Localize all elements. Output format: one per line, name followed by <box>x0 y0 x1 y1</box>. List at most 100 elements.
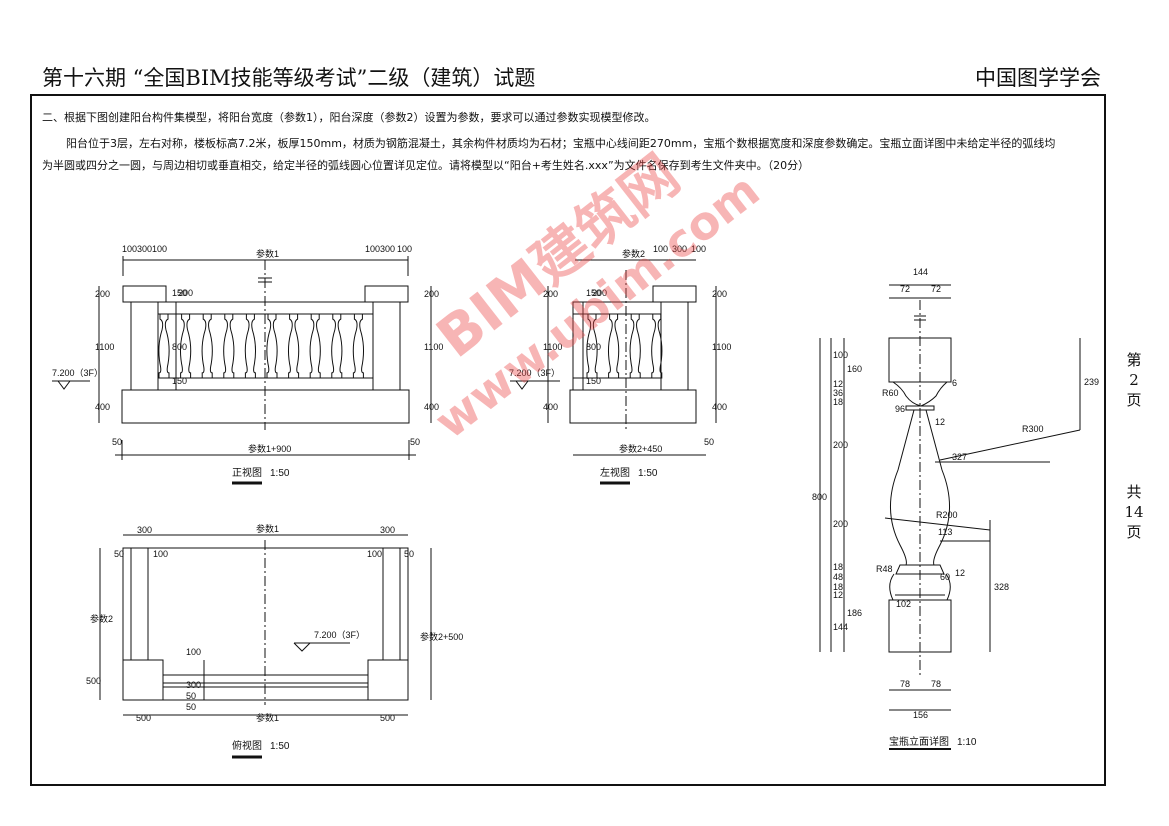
left-view-scale: 1:50 <box>638 468 658 479</box>
vase-detail-drawing <box>819 284 1081 711</box>
question-line-3: 为半圆或四分之一圆，与周边相切或垂直相交，给定半径的弧线圆心位置详见定位。请将模… <box>42 159 810 172</box>
vase-dim-left-6: 200 <box>833 440 848 450</box>
vase-dim-left-10: 48 <box>833 572 843 582</box>
baluster <box>586 313 598 379</box>
vase-dim-left-3: 12 <box>833 379 843 389</box>
baluster <box>287 313 300 379</box>
vase-detail-caption: 宝瓶立面详图 <box>889 735 949 748</box>
front-view-caption: 正视图 <box>232 466 262 479</box>
front-dim-top-1: 100 <box>122 244 137 254</box>
left-dim-top-1: 100 <box>653 244 668 254</box>
vase-dim-right-2: 328 <box>994 582 1009 592</box>
vase-label-96: 96 <box>895 404 905 414</box>
vase-dim-top-3: 72 <box>931 284 941 294</box>
top-dim-bottom-1: 500 <box>136 713 151 723</box>
front-param-bottom: 参数1+900 <box>248 443 291 454</box>
question-line-1: 二、根据下图创建阳台构件集模型，将阳台宽度（参数1），阳台深度（参数2）设置为参… <box>42 111 656 124</box>
baluster <box>201 313 213 379</box>
page-title: 第十六期 “全国BIM技能等级考试”二级（建筑）试题 <box>42 66 536 90</box>
front-dim-inner-3: 800 <box>172 342 187 352</box>
baluster <box>607 313 620 379</box>
organization-name: 中国图学学会 <box>975 66 1101 90</box>
vase-label-327: 327 <box>952 452 967 462</box>
front-dim-inner-4: 150 <box>172 376 187 386</box>
front-dim-right-2: 1100 <box>424 342 443 352</box>
vase-dim-left-1: 100 <box>833 350 848 360</box>
left-param-bottom: 参数2+450 <box>619 443 662 454</box>
front-dim-top-6: 100 <box>397 244 412 254</box>
page-char-2: 页 <box>1126 391 1142 409</box>
total-char-2: 页 <box>1126 523 1142 541</box>
top-dim-top-1: 300 <box>137 525 152 535</box>
left-dim-top-3: 100 <box>691 244 706 254</box>
vase-label-12-lower: 12 <box>955 568 965 578</box>
vase-dim-left-11: 18 <box>833 582 843 592</box>
vase-dim-top-1: 144 <box>913 267 928 277</box>
top-view-drawing <box>99 534 432 716</box>
vase-dim-bottom-2: 78 <box>931 679 941 689</box>
left-dim-inner-4: 150 <box>586 376 601 386</box>
baluster <box>266 313 278 379</box>
vase-dim-left-9: 18 <box>833 562 843 572</box>
total-pages-number: 14 <box>1124 503 1144 521</box>
vase-dim-left-2: 160 <box>847 364 862 374</box>
top-view-caption: 俯视图 <box>232 739 262 752</box>
left-dim-top-2: 300 <box>672 244 687 254</box>
vase-radius-r48: R48 <box>876 564 893 574</box>
left-dim-left-2: 1100 <box>543 342 562 352</box>
vase-dim-bottom-3: 156 <box>913 710 928 720</box>
baluster <box>651 313 663 379</box>
question-line-2: 阳台位于3层，左右对称，楼板标高7.2米，板厚150mm，材质为钢筋混凝土，其余… <box>66 137 1056 150</box>
front-side-dim-left: 50 <box>112 437 122 447</box>
vase-dim-top-2: 72 <box>900 284 910 294</box>
left-dim-right-3: 400 <box>712 402 727 412</box>
left-dim-inner-1: 150 <box>586 288 601 298</box>
left-elevation-label: 7.200（3F） <box>509 368 560 378</box>
top-view-scale: 1:50 <box>270 741 290 752</box>
front-dim-left-3: 400 <box>95 402 110 412</box>
vase-dim-left-12: 12 <box>833 590 843 600</box>
front-dim-left-1: 200 <box>95 289 110 299</box>
page-number: 2 <box>1129 371 1139 389</box>
drawing-frame <box>30 94 1106 786</box>
front-dim-right-3: 400 <box>424 402 439 412</box>
front-side-dim-right: 50 <box>410 437 420 447</box>
vase-dim-left-14: 144 <box>833 622 848 632</box>
baluster <box>309 313 321 379</box>
vase-label-102: 102 <box>896 599 911 609</box>
vase-dim-left-5: 18 <box>833 397 843 407</box>
vase-dim-right-1: 239 <box>1084 377 1099 387</box>
baluster <box>629 313 641 379</box>
top-dim-mid-4: 50 <box>186 702 196 712</box>
vase-label-60: 60 <box>940 572 950 582</box>
vase-label-6: 6 <box>952 378 957 388</box>
vase-dim-left-8: 200 <box>833 519 848 529</box>
top-dim-left-1: 500 <box>86 676 101 686</box>
top-param-right: 参数2+500 <box>420 631 463 642</box>
top-dim-bottom-2: 参数1 <box>256 712 279 723</box>
left-view-drawing <box>510 259 717 456</box>
front-param-top: 参数1 <box>256 248 279 259</box>
vase-dim-left-4: 36 <box>833 388 843 398</box>
top-dim-mid-2: 300 <box>186 680 201 690</box>
top-dim-bottom-3: 500 <box>380 713 395 723</box>
vase-dim-left-7: 800 <box>812 492 827 502</box>
front-elevation-label: 7.200（3F） <box>52 368 103 378</box>
front-dim-top-5: 300 <box>380 244 395 254</box>
front-dim-top-2: 300 <box>137 244 152 254</box>
left-dim-inner-3: 800 <box>586 342 601 352</box>
baluster <box>179 313 192 379</box>
vase-label-113: 113 <box>938 527 952 537</box>
baluster <box>244 313 257 379</box>
top-param-top: 参数1 <box>256 523 279 534</box>
front-view-scale: 1:50 <box>270 468 290 479</box>
baluster <box>223 313 235 379</box>
vase-dim-left-13: 186 <box>847 608 862 618</box>
top-dim-top-3: 100 <box>153 549 168 559</box>
front-dim-right-1: 200 <box>424 289 439 299</box>
left-dim-right-2: 1100 <box>712 342 731 352</box>
vase-radius-r200: R200 <box>936 510 958 520</box>
vase-detail-scale: 1:10 <box>957 737 977 748</box>
left-side-dim: 50 <box>704 437 714 447</box>
baluster <box>331 313 343 379</box>
